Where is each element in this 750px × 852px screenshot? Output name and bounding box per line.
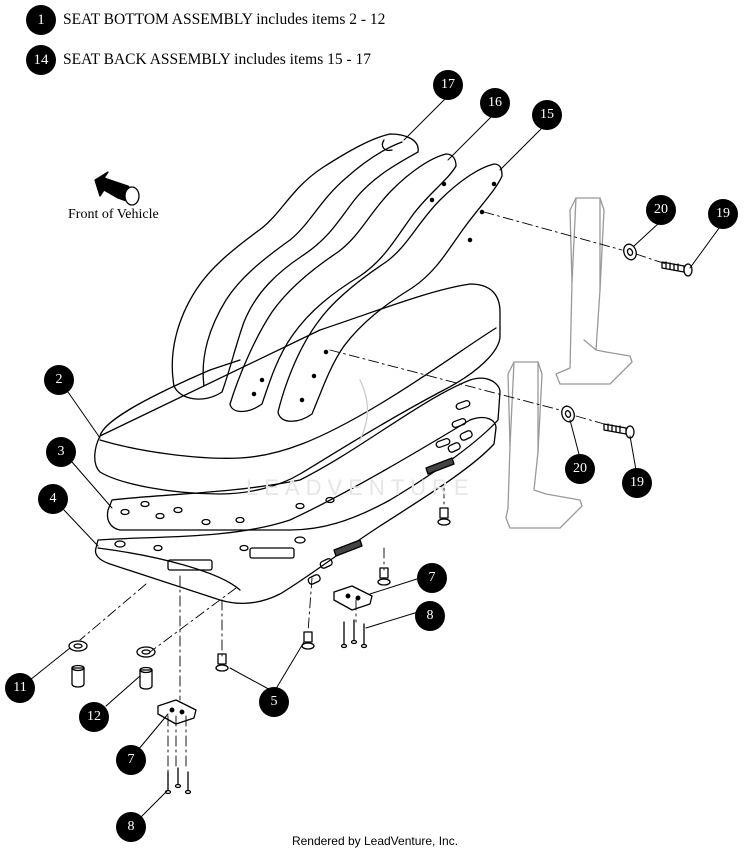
callout-7: 7 (116, 745, 146, 775)
watermark: LEADVENTURE (246, 475, 475, 500)
legend-seat-back: 14 SEAT BACK ASSEMBLY includes items 15 … (26, 45, 371, 75)
callout-19: 19 (708, 199, 738, 229)
legend-badge: 14 (26, 45, 56, 75)
callout-20: 20 (565, 454, 595, 484)
callout-16: 16 (480, 88, 510, 118)
callout-19: 19 (622, 468, 652, 498)
seat-back-board (229, 153, 457, 413)
bolt-lower (603, 423, 635, 439)
legend-text: SEAT BACK ASSEMBLY includes items 15 - 1… (63, 51, 372, 68)
callout-15: 15 (532, 100, 562, 130)
callout-20: 20 (646, 195, 676, 225)
callout-4: 4 (38, 484, 68, 514)
leader-lines (29, 95, 723, 819)
bolt-upper (661, 261, 693, 277)
grommet-12 (136, 646, 156, 690)
washer-lower (561, 405, 575, 423)
callout-3: 3 (46, 437, 76, 467)
clip-lower (157, 699, 197, 725)
legend-badge: 1 (26, 5, 56, 35)
callout-8: 8 (116, 812, 146, 842)
callout-2: 2 (44, 365, 74, 395)
callout-5: 5 (259, 687, 289, 717)
callout-12: 12 (79, 702, 109, 732)
hinge-bracket-lower (505, 361, 583, 529)
footer-credit: Rendered by LeadVenture, Inc. (291, 834, 459, 848)
callout-7: 7 (417, 563, 447, 593)
grommet (68, 640, 88, 688)
front-arrow-icon (94, 171, 140, 206)
callout-8: 8 (415, 601, 445, 631)
seat-mounting-frame (94, 416, 497, 605)
seat-back-cushion (171, 133, 419, 400)
seat-back-panel (277, 163, 503, 422)
screw (215, 507, 451, 672)
alignment-lines (79, 211, 667, 775)
callout-11: 11 (5, 673, 35, 703)
clip-upper (333, 585, 373, 611)
legend-text: SEAT BOTTOM ASSEMBLY includes items 2 - … (63, 11, 386, 28)
seat-bottom-cushion (94, 283, 501, 495)
callout-17: 17 (433, 70, 463, 100)
legend-seat-bottom: 1 SEAT BOTTOM ASSEMBLY includes items 2 … (26, 5, 385, 35)
pin-set-upper (340, 619, 368, 649)
hinge-bracket-upper (555, 197, 633, 385)
front-of-vehicle-label: Front of Vehicle (68, 207, 159, 222)
seat-base-plate (106, 377, 501, 531)
pin-set-lower (164, 767, 192, 795)
washer-upper (623, 243, 637, 261)
